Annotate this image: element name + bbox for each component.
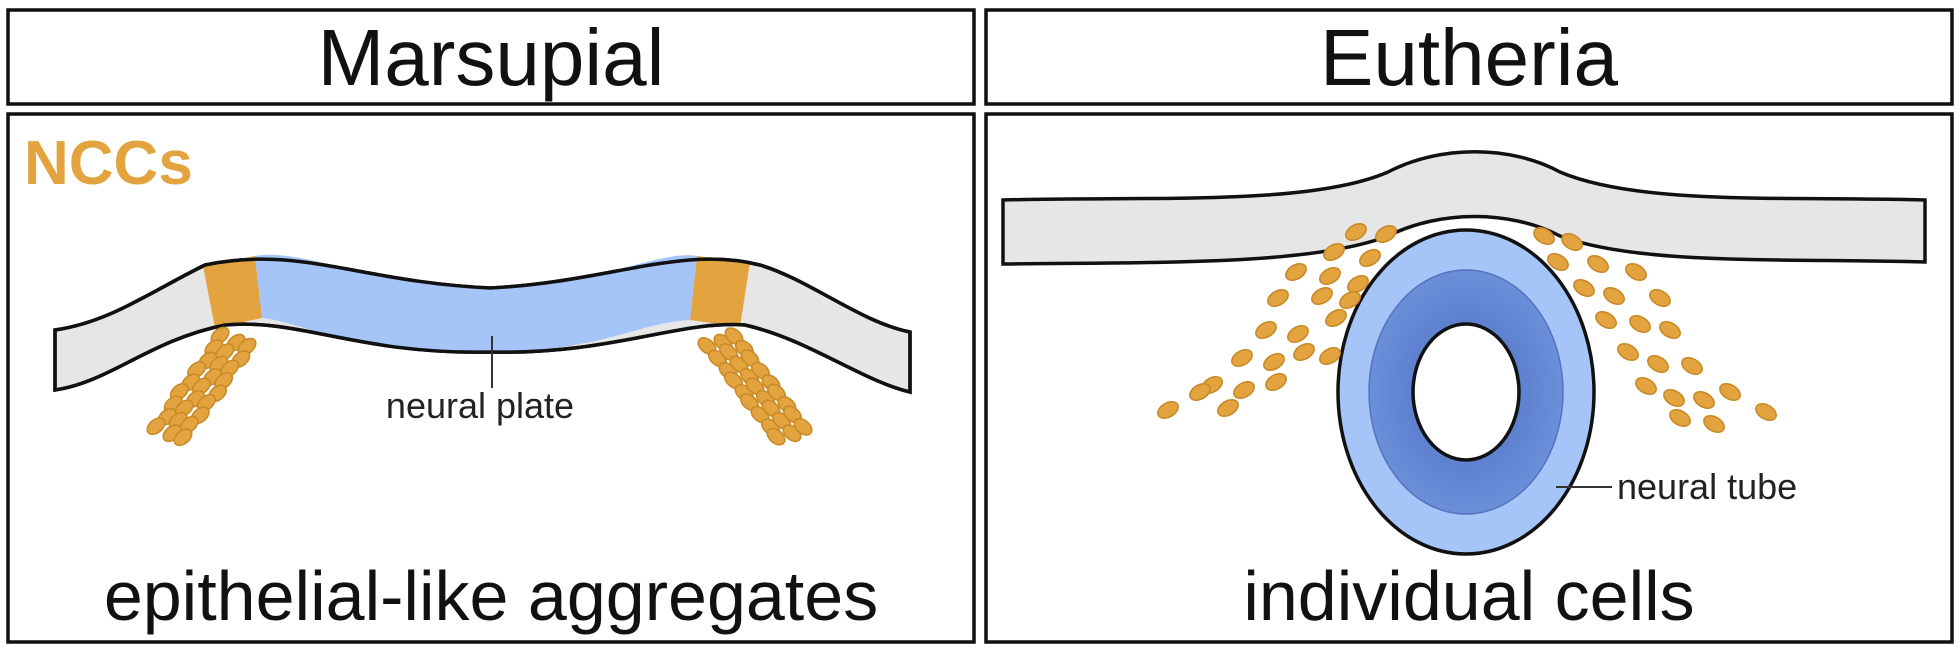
ncc-aggregate-left [146, 326, 257, 447]
ncc-cell [1285, 263, 1307, 281]
ncc-cell [1267, 289, 1289, 307]
marsupial-header: Marsupial [318, 13, 665, 102]
ncc-cell [1617, 343, 1639, 361]
ncc-cell [146, 417, 166, 436]
ncc-cell [1359, 249, 1381, 267]
ncc-cell [1659, 321, 1681, 339]
marsupial-caption: epithelial-like aggregates [104, 557, 878, 635]
ncc-cell [1703, 415, 1725, 433]
ncc-cell [1669, 409, 1691, 427]
ncc-cell [1347, 275, 1369, 293]
ncc-aggregate-right [697, 327, 813, 446]
ncc-cell [1629, 315, 1651, 333]
ncc-cell [1325, 309, 1347, 327]
ncc-cell [1311, 287, 1333, 305]
ncc-individual-cells [1157, 223, 1777, 433]
ncc-cell [1217, 399, 1239, 417]
eutheria-ectoderm [1001, 150, 1927, 266]
ncc-legend-label: NCCs [24, 129, 193, 198]
ncc-cell [1755, 403, 1777, 421]
ncc-domain-right [690, 256, 750, 327]
ncc-cell [1375, 225, 1397, 243]
neural-plate-label: neural plate [386, 385, 574, 426]
marsupial-header-box [6, 8, 976, 106]
ncc-cell [1547, 253, 1569, 271]
ncc-cell [1231, 349, 1253, 367]
ncc-cell [173, 428, 193, 447]
ncc-cell [1663, 389, 1685, 407]
ncc-cell [793, 417, 813, 436]
ncc-cell [1157, 401, 1179, 419]
ncc-cell [1561, 233, 1583, 251]
ncc-cell [1319, 267, 1341, 285]
neural-tube-label: neural tube [1617, 466, 1797, 507]
ncc-cell [1625, 263, 1647, 281]
neural-plate [255, 254, 697, 353]
ncc-cell [1293, 343, 1315, 361]
ncc-cell [1263, 353, 1285, 371]
ncc-cell [1319, 347, 1341, 365]
ncc-cell [766, 427, 786, 446]
ncc-cell [1339, 291, 1361, 309]
neural-plate-diagram [53, 254, 912, 447]
ncc-cell [1587, 255, 1609, 273]
ncc-cell [1603, 287, 1625, 305]
eutheria-caption: individual cells [1243, 557, 1694, 635]
ncc-cell [1693, 391, 1715, 409]
ncc-cell [1595, 311, 1617, 329]
ncc-cell [1681, 357, 1703, 375]
ncc-cell [1533, 227, 1555, 245]
ncc-cell [1647, 355, 1669, 373]
ncc-cell [1189, 383, 1211, 401]
marsupial-ectoderm-outline [53, 257, 912, 395]
eutheria-header-box [984, 8, 1954, 106]
ncc-cell [1719, 383, 1741, 401]
ncc-cell [1233, 381, 1255, 399]
ncc-cell [1345, 223, 1367, 241]
ncc-cell [1265, 373, 1287, 391]
marsupial-panel: Marsupial NCCs neural plate epithelial-l… [6, 8, 976, 644]
ncc-cell [1287, 325, 1309, 343]
neural-tube-diagram [1001, 150, 1927, 556]
ncc-cell [1573, 279, 1595, 297]
eutheria-panel: Eutheria neural tube individual cells [984, 8, 1954, 644]
eutheria-header: Eutheria [1320, 13, 1618, 102]
ncc-domain-left [203, 256, 262, 328]
ncc-cell [1649, 289, 1671, 307]
ncc-cell [1635, 377, 1657, 395]
ncc-cell [1323, 243, 1345, 261]
ncc-cell [1255, 321, 1277, 339]
neural-tube-lumen [1411, 322, 1521, 462]
